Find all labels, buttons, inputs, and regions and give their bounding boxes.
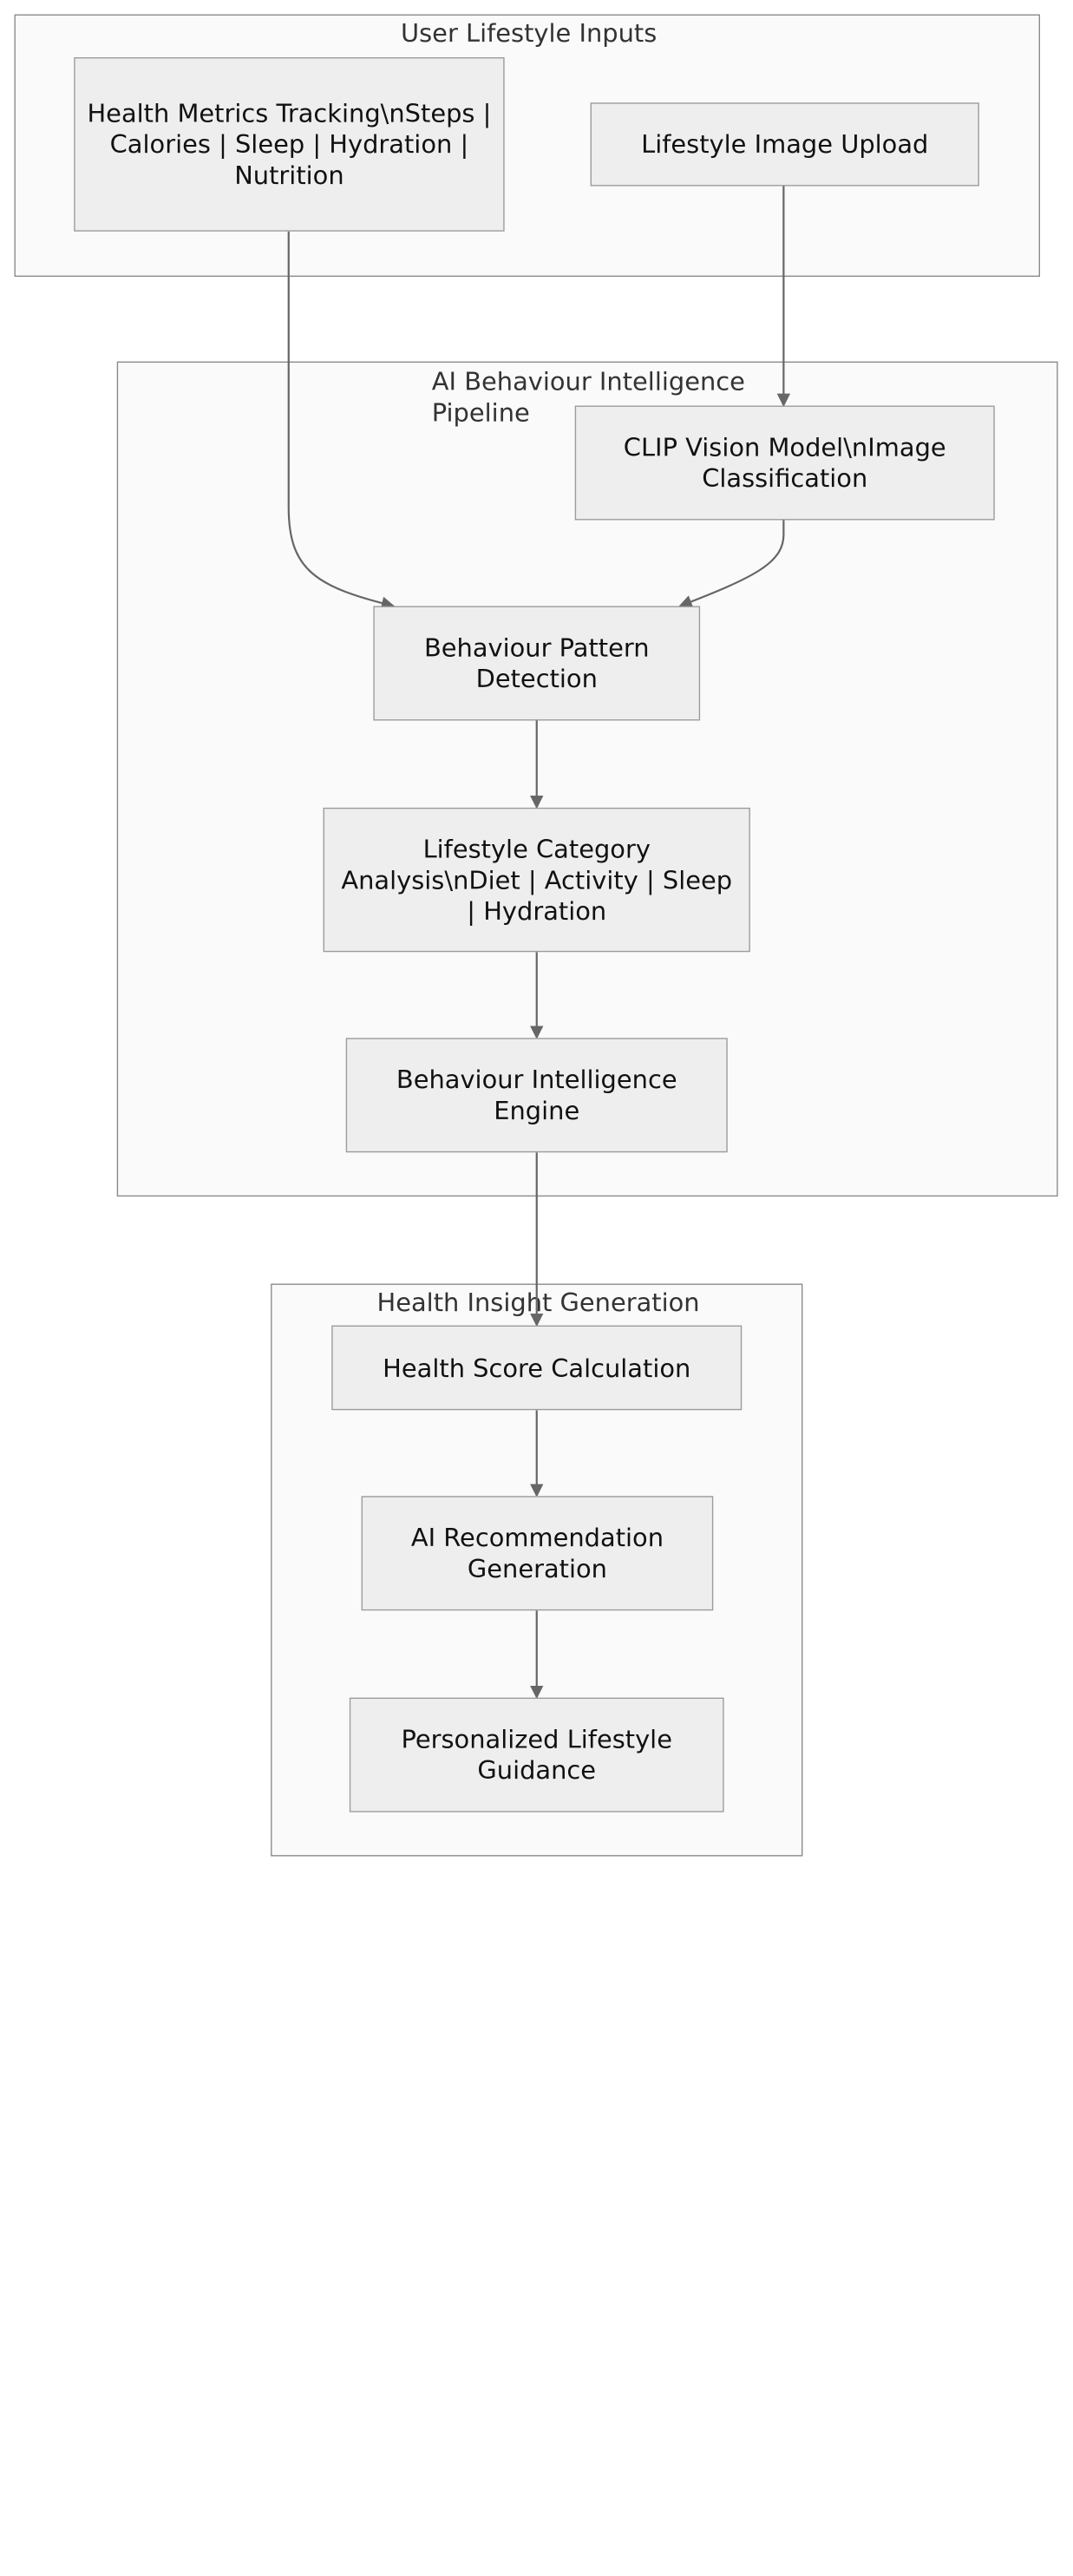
node-health-metrics-tracking: Health Metrics Tracking\nSteps | Calorie… xyxy=(74,57,505,232)
node-guidance-label: Personalized Lifestyle Guidance xyxy=(401,1725,672,1785)
cluster-title-pipeline: AI Behaviour Intelligence Pipeline xyxy=(431,367,745,428)
node-lifestyle-image-upload: Lifestyle Image Upload xyxy=(590,102,979,187)
node-behaviour-pattern-detection: Behaviour Pattern Detection xyxy=(373,606,701,721)
node-recommendation-label: AI Recommendation Generation xyxy=(410,1523,664,1583)
node-behaviour-intelligence-engine: Behaviour Intelligence Engine xyxy=(345,1038,728,1153)
node-engine-label: Behaviour Intelligence Engine xyxy=(396,1065,677,1125)
node-personalized-lifestyle-guidance: Personalized Lifestyle Guidance xyxy=(349,1697,724,1812)
node-image-upload-label: Lifestyle Image Upload xyxy=(641,129,929,159)
node-pattern-label: Behaviour Pattern Detection xyxy=(423,633,650,693)
node-health-score-calculation: Health Score Calculation xyxy=(331,1325,743,1411)
node-clip-label: CLIP Vision Model\nImage Classification xyxy=(623,433,946,493)
cluster-title-inputs: User Lifestyle Inputs xyxy=(401,19,658,48)
node-ai-recommendation-generation: AI Recommendation Generation xyxy=(361,1496,714,1611)
cluster-title-insight: Health Insight Generation xyxy=(376,1288,700,1317)
node-score-label: Health Score Calculation xyxy=(383,1353,691,1382)
node-category-label: Lifestyle Category Analysis\nDiet | Acti… xyxy=(341,834,733,926)
node-lifestyle-category-analysis: Lifestyle Category Analysis\nDiet | Acti… xyxy=(323,807,750,953)
node-clip-vision-model: CLIP Vision Model\nImage Classification xyxy=(574,405,995,521)
node-health-metrics-label: Health Metrics Tracking\nSteps | Calorie… xyxy=(87,99,492,190)
